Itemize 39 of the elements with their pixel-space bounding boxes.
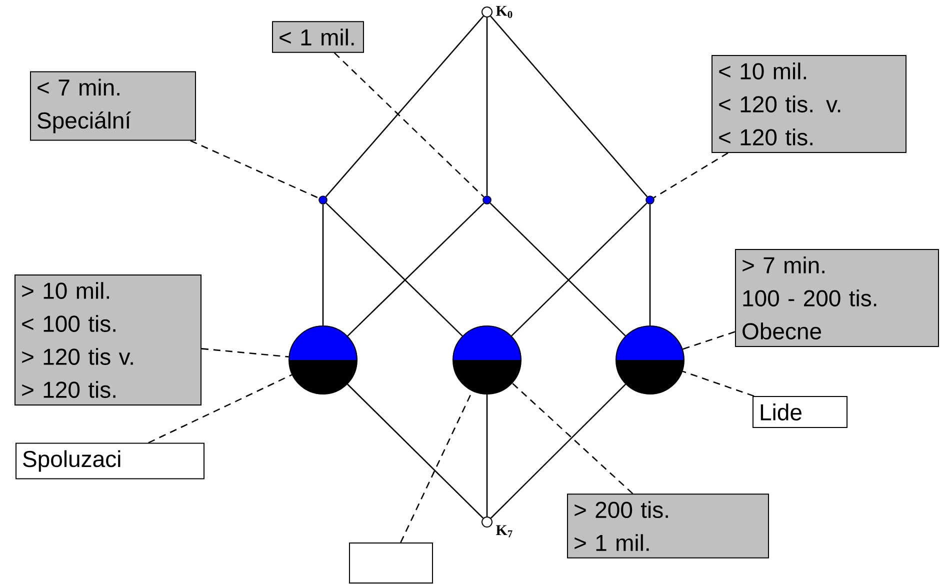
lattice-line bbox=[490, 16, 648, 198]
object-box bbox=[349, 542, 433, 584]
attribute-box: < 10 mil. < 120 tis. v. < 120 tis. bbox=[712, 55, 906, 153]
concept-dot bbox=[482, 516, 492, 528]
concept-circle bbox=[288, 326, 358, 394]
leader-line bbox=[512, 382, 634, 494]
concept-dot bbox=[482, 196, 492, 204]
lattice-line bbox=[486, 18, 488, 196]
object-box: Lide bbox=[752, 396, 848, 428]
lattice-line bbox=[347, 202, 484, 336]
concept-circle bbox=[616, 326, 684, 394]
leader-line bbox=[682, 370, 754, 397]
leader-line bbox=[148, 374, 292, 444]
leader-line bbox=[334, 52, 484, 198]
attribute-box: < 1 mil. bbox=[272, 21, 364, 53]
concept-circle bbox=[452, 326, 522, 394]
lattice-line bbox=[347, 384, 484, 519]
lattice-line bbox=[326, 202, 463, 336]
lattice-line bbox=[511, 202, 648, 336]
lattice-line bbox=[325, 16, 484, 198]
attribute-box: > 200 tis. > 1 mil. bbox=[567, 494, 769, 558]
concept-dot bbox=[646, 196, 654, 204]
concept-dot bbox=[318, 196, 328, 204]
node-label: K$_{7}$ bbox=[496, 525, 512, 538]
concept-dot bbox=[482, 6, 492, 18]
attribute-box: > 7 min. 100 - 200 tis. Obecne bbox=[735, 249, 939, 347]
leader-line bbox=[190, 140, 320, 199]
attribute-box: > 10 mil. < 100 tis. > 120 tis v. > 120 tis. bbox=[14, 274, 202, 406]
lattice-line bbox=[322, 204, 324, 326]
lattice-line bbox=[490, 384, 626, 519]
node-label: K$_{0}$ bbox=[496, 6, 512, 18]
lattice-line bbox=[486, 394, 488, 516]
object-box: Spoluzaci bbox=[16, 442, 204, 480]
leader-line bbox=[653, 152, 728, 198]
leader-line bbox=[682, 331, 736, 350]
attribute-box: < 7 min. Speciální bbox=[30, 71, 196, 141]
leader-line bbox=[201, 348, 289, 358]
lattice-line bbox=[490, 202, 626, 336]
lattice-line bbox=[649, 204, 651, 326]
